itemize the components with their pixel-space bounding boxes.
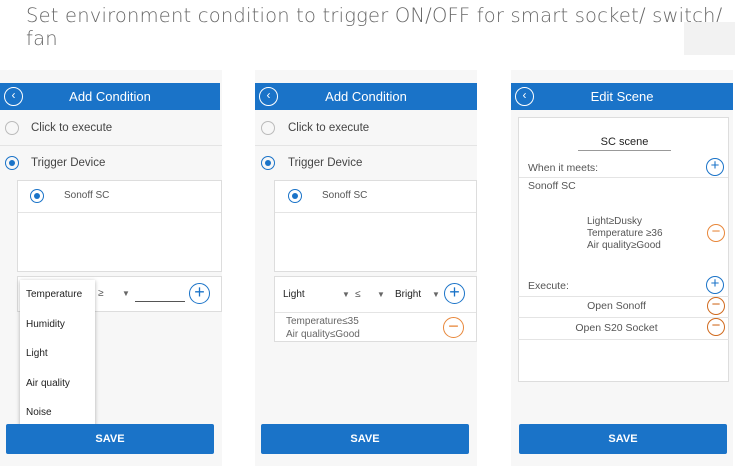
back-icon[interactable]: ‹ xyxy=(259,87,278,106)
phone-add-condition-2: ‹ Add Condition Click to execute Trigger… xyxy=(255,70,477,466)
operator-select[interactable]: ≥ xyxy=(98,288,104,299)
header-title: Add Condition xyxy=(69,89,151,104)
save-button[interactable]: SAVE xyxy=(519,424,727,454)
decor-block xyxy=(684,22,735,55)
execute-label: Execute: xyxy=(528,280,569,292)
chevron-down-icon[interactable]: ▼ xyxy=(432,290,440,299)
condition-item: Air quality≤Good xyxy=(286,329,360,340)
divider xyxy=(275,212,476,213)
divider xyxy=(255,145,477,146)
chevron-down-icon[interactable]: ▼ xyxy=(377,290,385,299)
value-input[interactable] xyxy=(135,301,185,302)
save-button[interactable]: SAVE xyxy=(6,424,214,454)
header: ‹ Add Condition xyxy=(255,83,477,110)
add-icon[interactable]: + xyxy=(444,283,465,304)
condition-item: Light≥Dusky xyxy=(587,216,642,227)
radio-device[interactable] xyxy=(288,189,302,203)
device-list: Sonoff SC xyxy=(17,180,222,272)
header: ‹ Add Condition xyxy=(0,83,220,110)
radio-device[interactable] xyxy=(30,189,44,203)
divider xyxy=(275,312,476,313)
header: ‹ Edit Scene xyxy=(511,83,733,110)
phone-edit-scene: ‹ Edit Scene SC scene When it meets: + S… xyxy=(511,70,733,466)
condition-item: Temperature≤35 xyxy=(286,316,359,327)
trigger-device-label: Trigger Device xyxy=(31,157,106,169)
operator-select[interactable]: ≤ xyxy=(355,289,361,300)
action-item: Open S20 Socket xyxy=(575,322,658,334)
dropdown-item[interactable]: Air quality xyxy=(26,377,70,389)
remove-action-icon[interactable]: − xyxy=(707,297,725,315)
value-select[interactable]: Bright xyxy=(395,289,422,300)
trigger-device-label: Trigger Device xyxy=(288,157,363,169)
radio-trigger-device[interactable] xyxy=(5,156,19,170)
device-list: Sonoff SC xyxy=(274,180,477,272)
divider xyxy=(519,177,728,178)
scene-card: SC scene When it meets: + Sonoff SC Ligh… xyxy=(518,117,729,382)
header-title: Add Condition xyxy=(325,89,407,104)
sensor-dropdown: Temperature Humidity Light Air quality N… xyxy=(20,280,95,428)
add-condition-icon[interactable]: + xyxy=(706,158,724,176)
back-icon[interactable]: ‹ xyxy=(515,87,534,106)
dropdown-item[interactable]: Temperature xyxy=(26,289,83,300)
remove-icon[interactable]: − xyxy=(443,317,464,338)
when-label: When it meets: xyxy=(528,162,599,174)
condition-item: Air quality≥Good xyxy=(587,240,661,251)
dropdown-item[interactable]: Humidity xyxy=(26,318,65,330)
scene-name-input[interactable]: SC scene xyxy=(578,136,671,151)
click-to-execute-label: Click to execute xyxy=(31,122,113,134)
sensor-select[interactable]: Light xyxy=(283,289,305,300)
divider xyxy=(518,339,729,340)
remove-action-icon[interactable]: − xyxy=(707,318,725,336)
radio-click-to-execute[interactable] xyxy=(261,121,275,135)
chevron-down-icon[interactable]: ▼ xyxy=(122,289,130,298)
phone-add-condition-1: ‹ Add Condition Click to execute Trigger… xyxy=(0,70,222,466)
condition-editor: Light ▼ ≤ ▼ Bright ▼ + Temperature≤35 Ai… xyxy=(274,276,477,342)
remove-condition-icon[interactable]: − xyxy=(707,224,725,242)
device-name: Sonoff SC xyxy=(64,190,110,201)
divider xyxy=(18,212,221,213)
header-title: Edit Scene xyxy=(590,89,654,104)
device-name: Sonoff SC xyxy=(528,180,576,192)
divider xyxy=(518,317,729,318)
divider xyxy=(518,296,729,297)
action-item: Open Sonoff xyxy=(587,300,646,312)
radio-click-to-execute[interactable] xyxy=(5,121,19,135)
condition-item: Temperature ≥36 xyxy=(587,228,663,239)
click-to-execute-label: Click to execute xyxy=(288,122,370,134)
dropdown-item[interactable]: Noise xyxy=(26,407,52,419)
headline: Set environment condition to trigger ON/… xyxy=(26,4,723,50)
add-icon[interactable]: + xyxy=(189,283,210,304)
dropdown-item[interactable]: Light xyxy=(26,348,48,360)
device-name: Sonoff SC xyxy=(322,190,368,201)
divider xyxy=(0,145,222,146)
radio-trigger-device[interactable] xyxy=(261,156,275,170)
save-button[interactable]: SAVE xyxy=(261,424,469,454)
back-icon[interactable]: ‹ xyxy=(4,87,23,106)
chevron-down-icon[interactable]: ▼ xyxy=(342,290,350,299)
add-action-icon[interactable]: + xyxy=(706,276,724,294)
